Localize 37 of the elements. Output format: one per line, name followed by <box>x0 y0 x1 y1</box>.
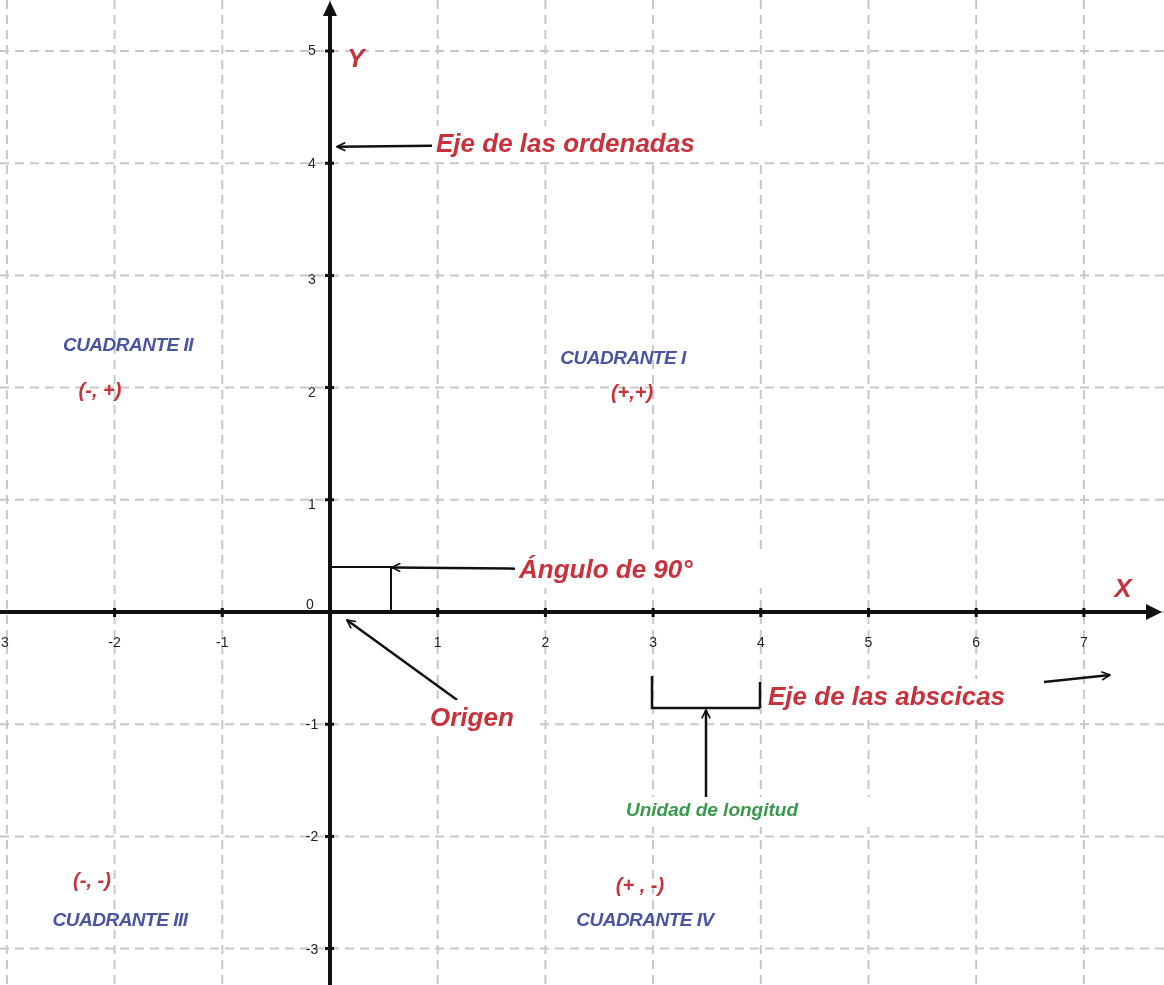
x-tick-label: 6 <box>972 634 981 650</box>
axis-label: X <box>1114 572 1132 604</box>
quadrant-label: CUADRANTE III <box>52 909 188 931</box>
x-tick-label: -1 <box>216 634 229 650</box>
y-tick-label: -1 <box>305 716 319 733</box>
arrow <box>336 141 432 152</box>
x-tick-label: 4 <box>756 634 765 650</box>
y-axis <box>323 1 337 985</box>
x-tick-label: 5 <box>864 634 873 650</box>
quadrant-label: CUADRANTE II <box>62 334 194 356</box>
arrow <box>1043 670 1111 684</box>
right-angle-marker <box>330 566 392 612</box>
quadrant-label: CUADRANTE I <box>560 347 686 369</box>
y-tick-label: 5 <box>308 42 316 58</box>
y-tick-label: 3 <box>308 271 316 287</box>
unit-bracket <box>650 676 762 710</box>
sign-label: (+ , -) <box>615 873 665 897</box>
arrow <box>391 562 515 573</box>
arrow <box>701 709 711 797</box>
y-tick-label: 2 <box>308 384 316 400</box>
arrow <box>346 619 458 701</box>
x-tick-label: 1 <box>433 634 442 650</box>
y-tick-label: 1 <box>308 496 316 512</box>
sign-label: (-, +) <box>78 378 122 402</box>
axis-label: Y <box>347 42 365 74</box>
y-tick-label: 4 <box>308 155 316 171</box>
x-tick-label: -2 <box>108 634 121 650</box>
sign-label: (+,+) <box>610 380 654 404</box>
y-tick-label: -2 <box>305 828 319 845</box>
quadrant-label: CUADRANTE IV <box>576 909 714 931</box>
x-tick-label: 2 <box>541 634 550 650</box>
sign-label: (-, -) <box>73 868 111 892</box>
x-tick-label: 7 <box>1080 634 1088 650</box>
x-tick-label: 3 <box>649 634 657 650</box>
origin-tick-label: 0 <box>306 596 314 612</box>
x-tick-label: 3 <box>1 634 9 650</box>
y-tick-label: -3 <box>305 940 319 957</box>
